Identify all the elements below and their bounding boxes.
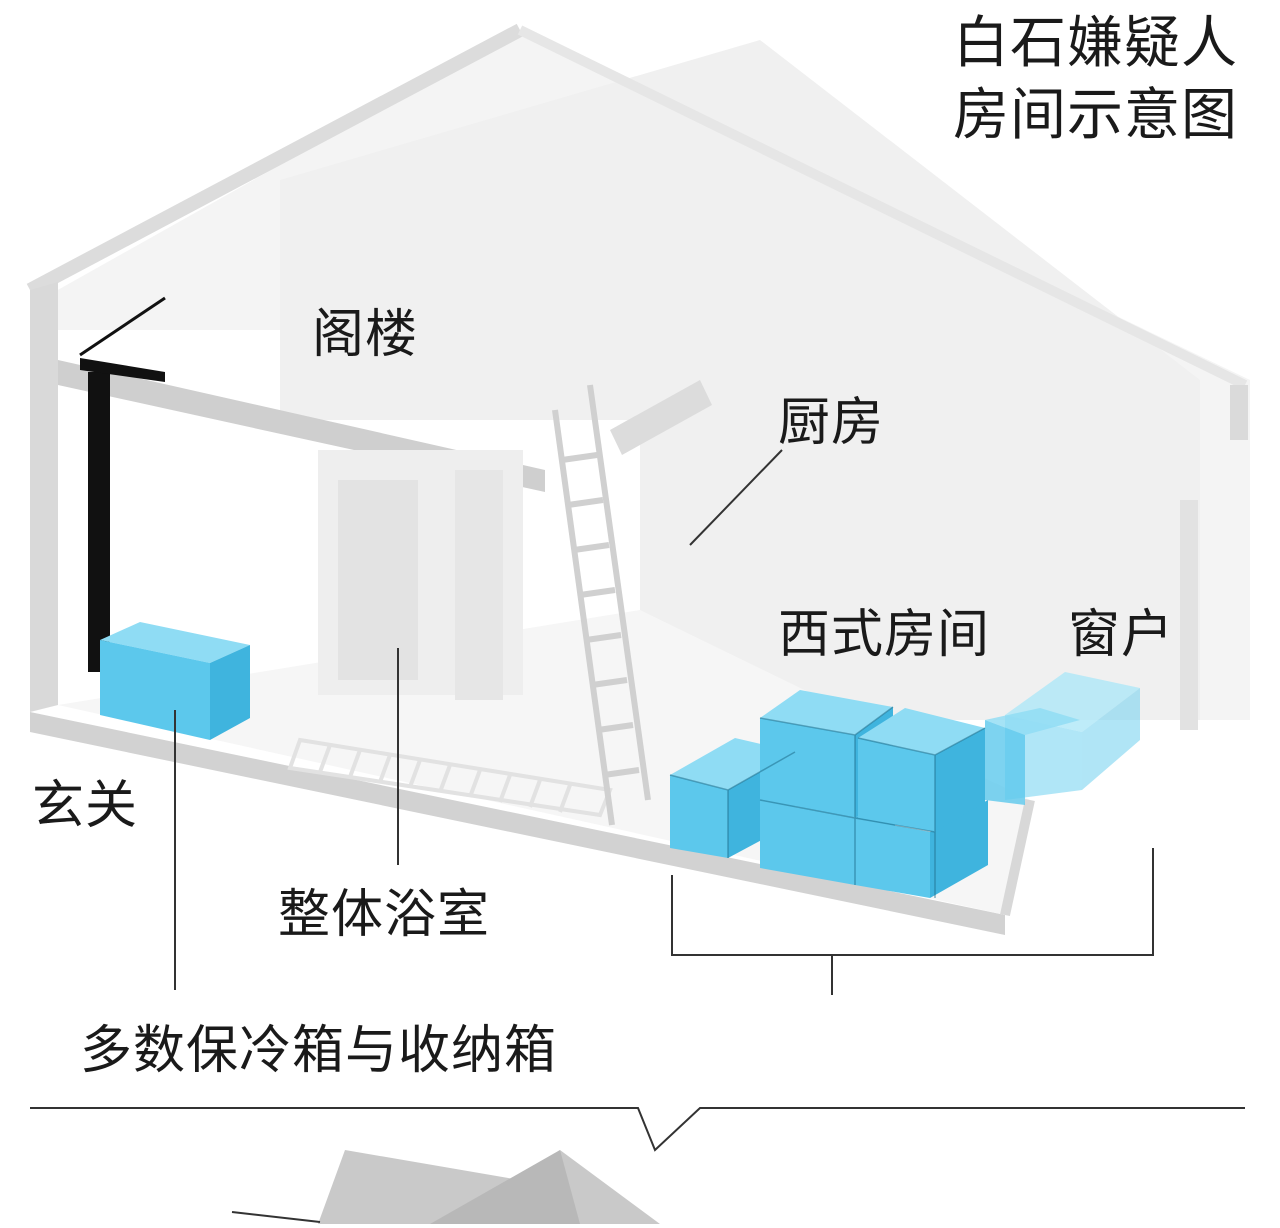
ladder — [552, 384, 651, 826]
label-western-room: 西式房间 — [778, 605, 991, 665]
kitchen-hood — [610, 380, 712, 455]
floor-edge — [30, 712, 1005, 935]
roof-edge-right — [517, 25, 1248, 390]
next-panel-line — [231, 1211, 321, 1223]
label-attic: 阁楼 — [312, 305, 419, 365]
back-wall — [280, 40, 1200, 720]
door-top — [80, 358, 165, 382]
western-room-bracket — [671, 848, 1154, 956]
attic-edge-line — [79, 296, 166, 357]
panel-divider — [30, 1107, 1245, 1152]
bathroom-column — [455, 470, 503, 700]
label-entrance: 玄关 — [32, 776, 139, 836]
diagram-title: 白石嫌疑人 房间示意图 — [953, 8, 1238, 152]
title-line-2: 房间示意图 — [953, 83, 1238, 148]
floor-right-edge — [1000, 798, 1035, 917]
left-wall — [30, 282, 58, 712]
title-line-1: 白石嫌疑人 — [953, 11, 1238, 76]
bathroom-door — [338, 480, 418, 680]
kitchen-leader — [689, 449, 783, 546]
western-room-boxes — [669, 672, 1140, 898]
label-unit-bath: 整体浴室 — [278, 885, 491, 945]
entrance-storage-box — [100, 622, 250, 740]
label-window: 窗户 — [1068, 605, 1175, 665]
next-panel-gable — [430, 1150, 580, 1224]
floor-grate — [287, 737, 613, 818]
label-boxes: 多数保冷箱与收纳箱 — [80, 1021, 558, 1081]
right-wall-face — [1230, 385, 1248, 440]
right-wall-edge — [1180, 500, 1198, 730]
label-kitchen: 厨房 — [778, 393, 885, 453]
roof-edge-left — [26, 23, 524, 297]
entrance-door — [88, 372, 110, 672]
